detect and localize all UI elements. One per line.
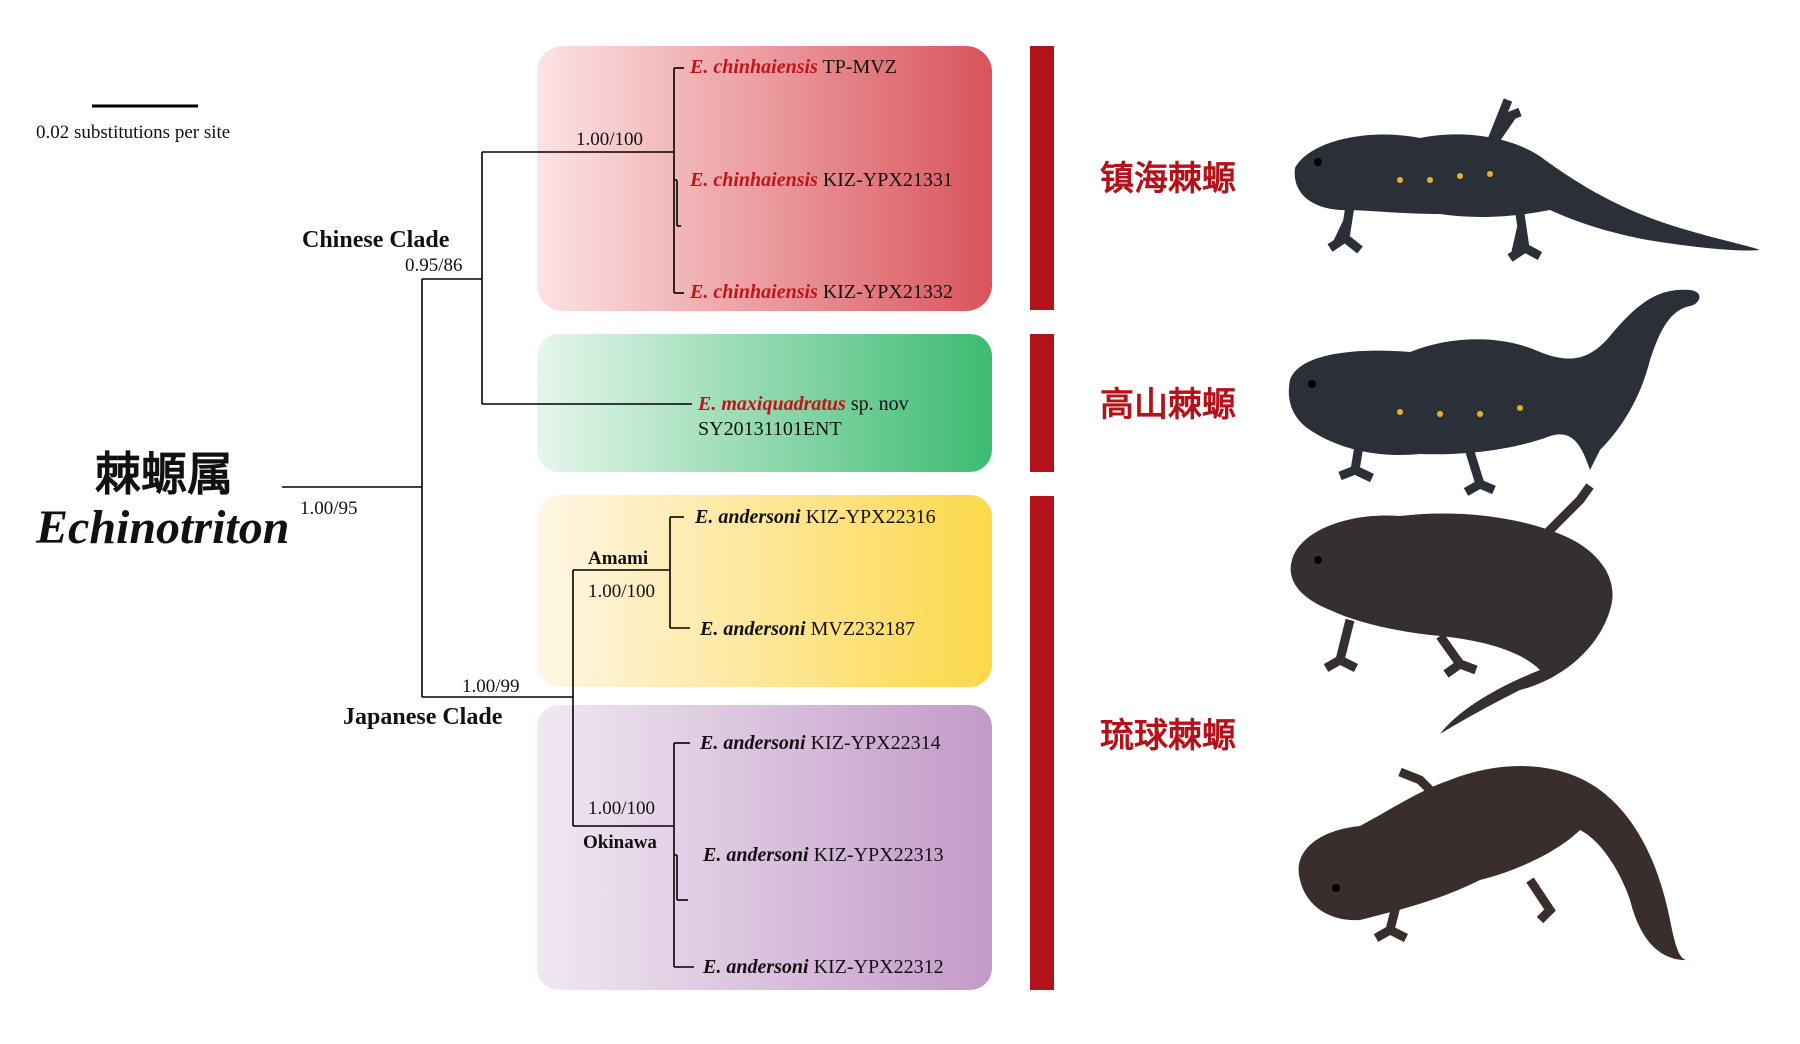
- taxon-voucher: KIZ-YPX21332: [823, 281, 953, 303]
- taxon-species: E. chinhaiensis: [689, 281, 818, 303]
- group-bar-chinhaiensis: [1030, 46, 1054, 310]
- amami-label: Amami: [588, 548, 648, 569]
- taxon-label: E. chinhaiensis KIZ-YPX21332: [689, 281, 953, 303]
- taxon-voucher: KIZ-YPX22312: [814, 956, 944, 978]
- taxon-species: E. chinhaiensis: [689, 56, 818, 78]
- scale-bar-label: 0.02 substitutions per site: [36, 122, 230, 143]
- taxon-species: E. andersoni: [702, 844, 809, 866]
- taxon-species: E. andersoni: [694, 506, 801, 528]
- taxon-species: E. andersoni: [699, 732, 806, 754]
- taxon-species: E. andersoni: [702, 956, 809, 978]
- root-name-cn: 棘螈属: [95, 447, 233, 501]
- clade-box-amami: [537, 495, 992, 687]
- taxon-voucher: TP-MVZ: [822, 56, 896, 78]
- salamander-image-maxiquadratus: [1288, 289, 1700, 496]
- okinawa-support: 1.00/100: [588, 798, 655, 819]
- tree-branches: [282, 67, 694, 968]
- japanese-clade-label: Japanese Clade: [343, 704, 503, 730]
- group-name-andersoni: 琉球棘螈: [1100, 716, 1236, 756]
- group-bar-maxiquadratus: [1030, 334, 1054, 472]
- clade-box-okinawa: [537, 705, 992, 990]
- root-name-latin: Echinotriton: [35, 501, 289, 554]
- okinawa-label: Okinawa: [583, 832, 657, 853]
- taxon-label: E. andersoni KIZ-YPX22313: [702, 844, 944, 866]
- chinese-clade-label: Chinese Clade: [302, 227, 450, 253]
- group-name-chinhaiensis: 镇海棘螈: [1100, 159, 1236, 199]
- taxon-label: E. chinhaiensis TP-MVZ: [689, 56, 897, 78]
- salamander-image-andersoni-2: [1298, 766, 1690, 961]
- chinese-clade-support: 0.95/86: [405, 255, 463, 276]
- salamander-image-chinhaiensis: [1294, 98, 1760, 262]
- salamander-image-andersoni-1: [1290, 483, 1613, 734]
- taxon-species: E. chinhaiensis: [689, 169, 818, 191]
- taxon-voucher: MVZ232187: [811, 618, 915, 640]
- chinhaiensis-support: 1.00/100: [576, 129, 643, 150]
- taxon-label: E. andersoni KIZ-YPX22316: [694, 506, 936, 528]
- taxon-voucher: KIZ-YPX22313: [814, 844, 944, 866]
- root-support: 1.00/95: [300, 498, 358, 519]
- taxon-label: E. maxiquadratus sp. nov: [697, 393, 909, 415]
- taxon-voucher: KIZ-YPX21331: [823, 169, 953, 191]
- japanese-clade-support: 1.00/99: [462, 676, 520, 697]
- clade-box-maxiquadratus: [537, 334, 992, 472]
- taxon-species: E. andersoni: [699, 618, 806, 640]
- taxon-label: E. chinhaiensis KIZ-YPX21331: [689, 169, 953, 191]
- taxon-label: E. andersoni KIZ-YPX22312: [702, 956, 944, 978]
- taxon-label: E. andersoni KIZ-YPX22314: [699, 732, 941, 754]
- taxon-suffix: sp. nov: [851, 393, 909, 415]
- taxon-voucher: KIZ-YPX22316: [806, 506, 936, 528]
- taxon-species: E. maxiquadratus: [697, 393, 846, 415]
- taxon-label: E. andersoni MVZ232187: [699, 618, 915, 640]
- group-name-maxiquadratus: 高山棘螈: [1100, 385, 1236, 425]
- taxon-voucher: SY20131101ENT: [698, 418, 842, 440]
- amami-support: 1.00/100: [588, 581, 655, 602]
- clade-box-chinhaiensis: [537, 46, 992, 311]
- group-bar-andersoni: [1030, 496, 1054, 990]
- taxon-voucher: KIZ-YPX22314: [811, 732, 941, 754]
